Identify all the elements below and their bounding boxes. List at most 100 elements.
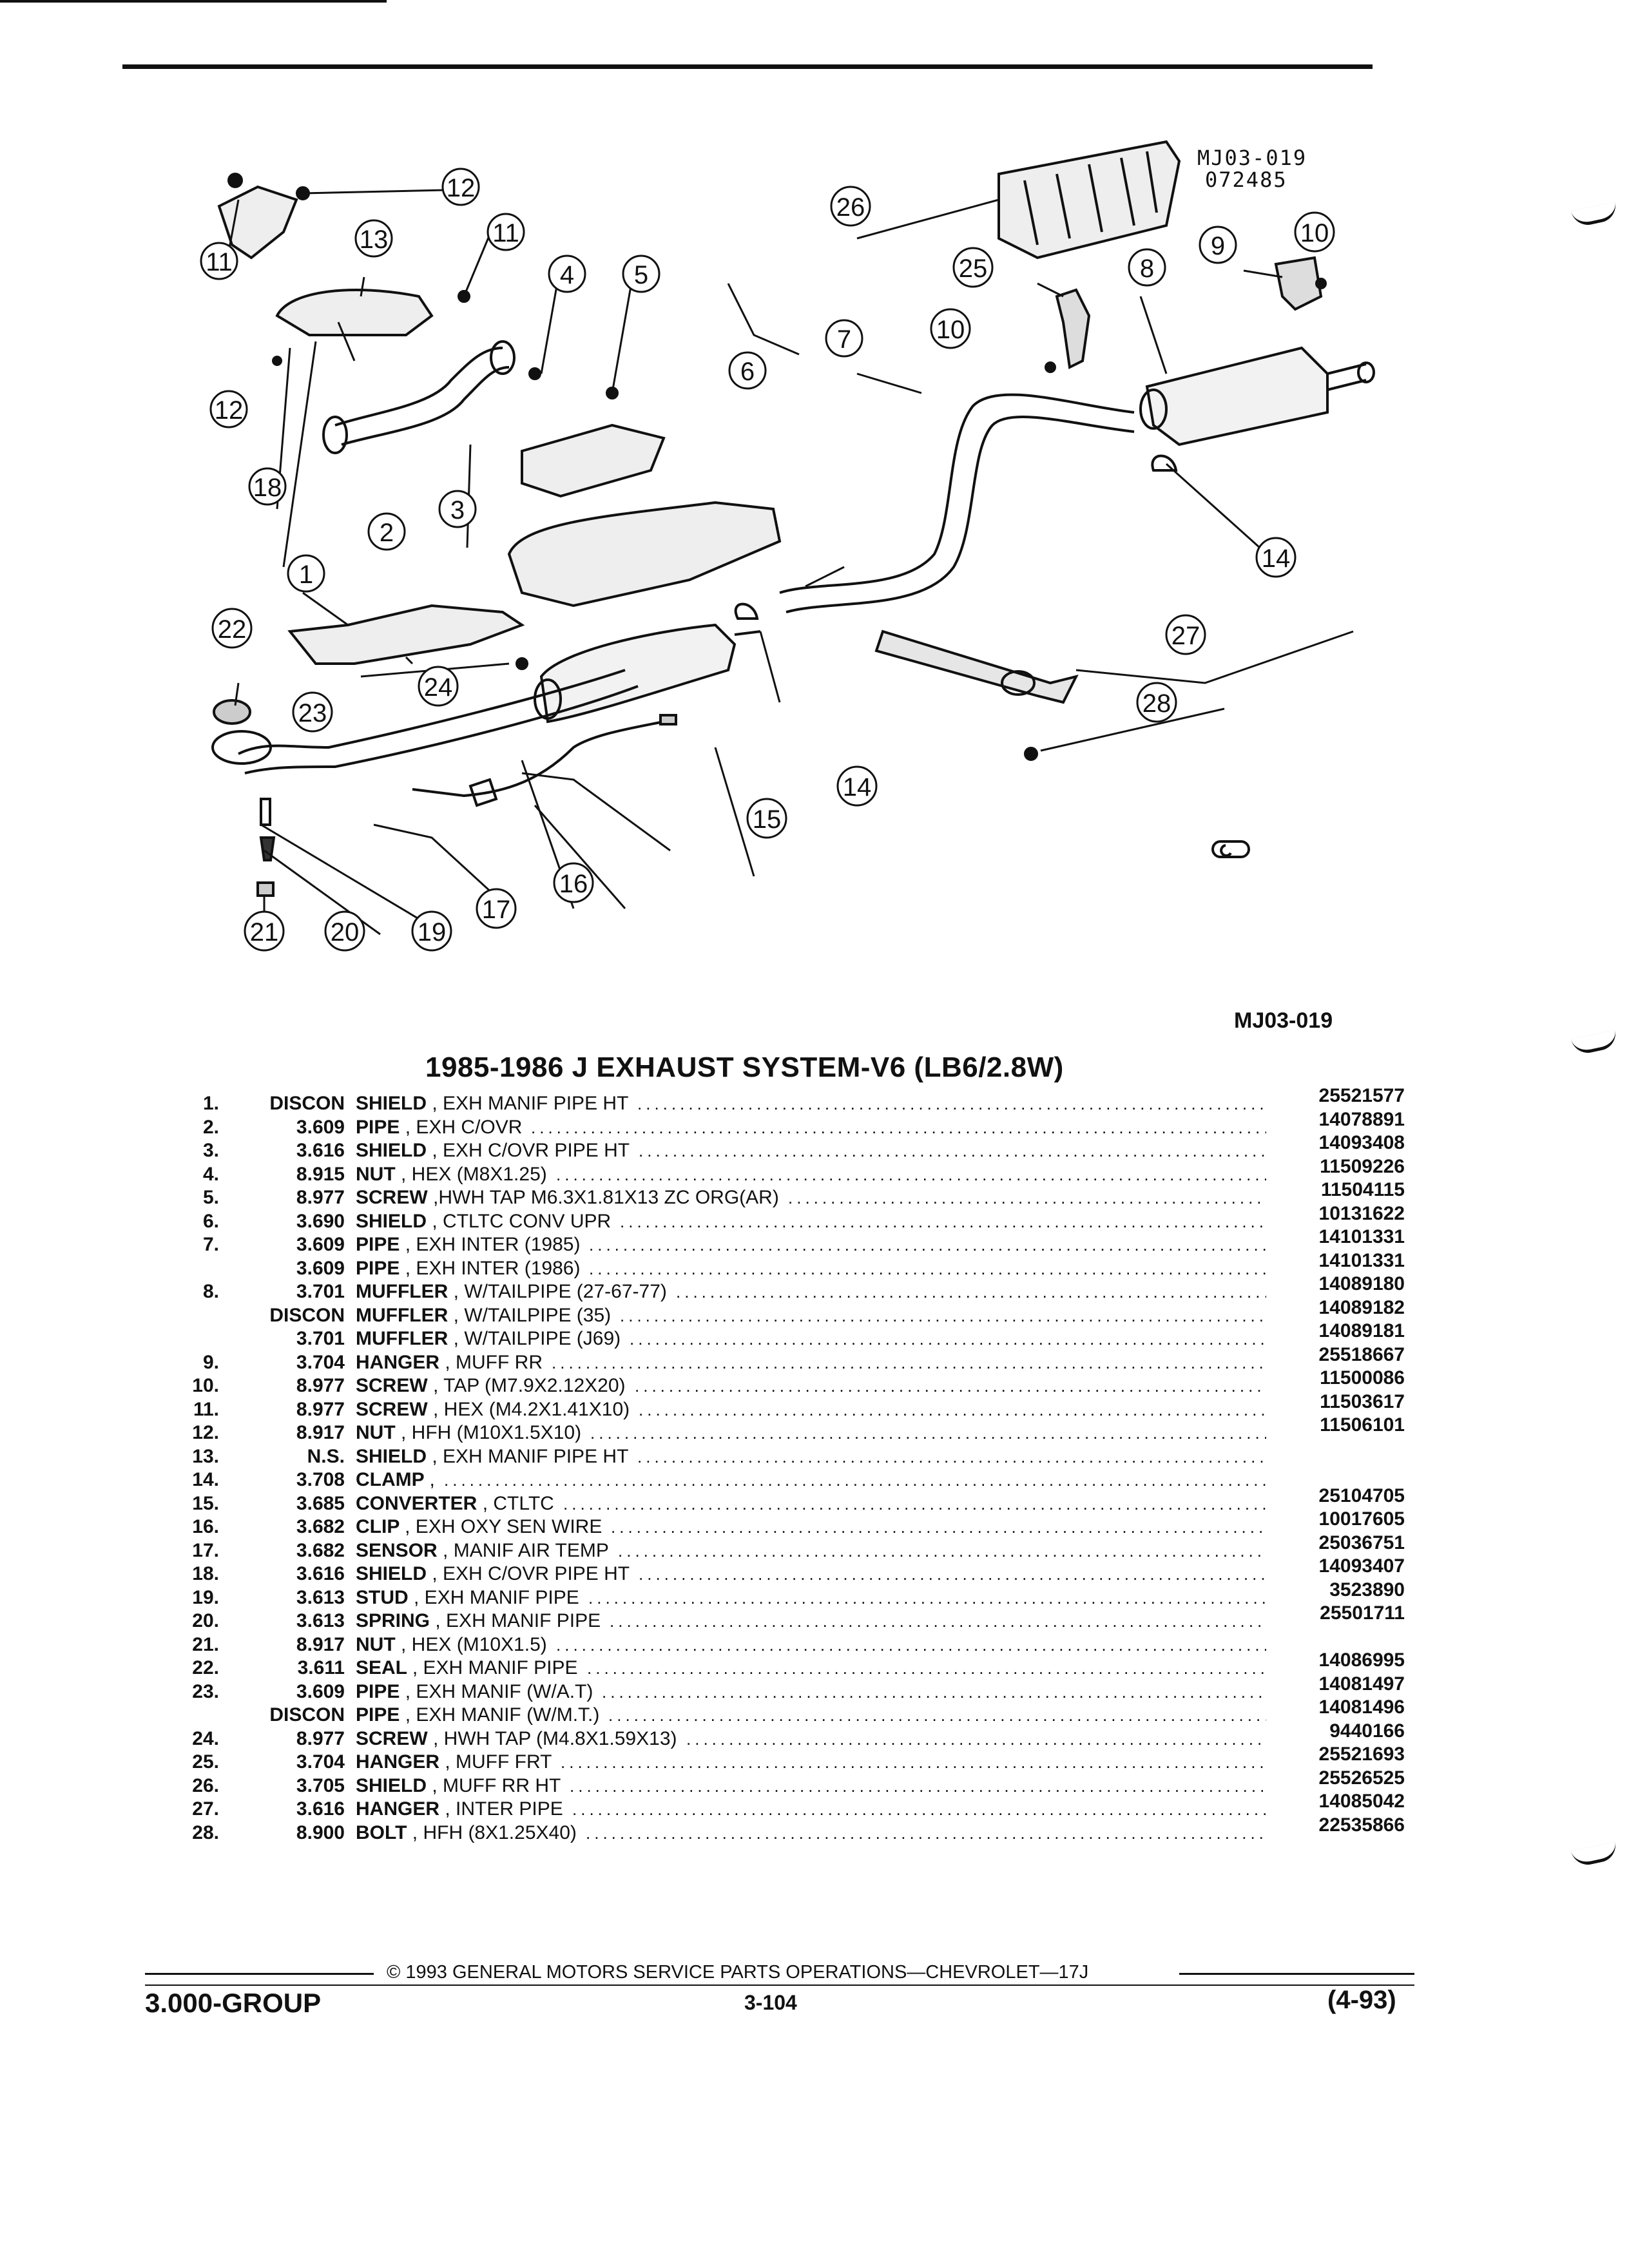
dot-leader: ........................................… [556, 1635, 1266, 1655]
part-modifier: , HEX (M8X1.25) [401, 1163, 547, 1185]
callout-17: 17 [476, 888, 517, 929]
group-number: 3.609 [296, 1116, 345, 1138]
svg-text:6: 6 [740, 358, 755, 386]
part-modifier: , CTLTC CONV UPR [432, 1210, 612, 1232]
part-25-muffler-front-hanger [1055, 288, 1091, 370]
callout-16: 16 [553, 862, 594, 903]
item-number: 15. [192, 1492, 219, 1514]
binder-mark-middle [1570, 1030, 1619, 1056]
part-modifier: , MUFF RR [445, 1351, 543, 1373]
part-modifier: , HEX (M10X1.5) [401, 1633, 547, 1655]
part-14-clamps [734, 454, 1178, 620]
dot-leader: ........................................… [570, 1776, 1266, 1796]
part-modifier: , EXH C/OVR PIPE HT [432, 1563, 630, 1584]
part-modifier: , EXH MANIF PIPE [435, 1610, 601, 1631]
part-description: PIPE , EXH INTER (1985) [356, 1233, 580, 1256]
item-number: 27. [192, 1798, 219, 1820]
part-noun: CONVERTER [356, 1492, 477, 1514]
group-number: 8.977 [296, 1375, 345, 1396]
group-number: 3.609 [296, 1257, 345, 1279]
item-number: 1. [202, 1093, 219, 1114]
item-number: 3. [202, 1140, 219, 1161]
callout-10-right: 10 [1294, 211, 1335, 253]
dot-leader: ........................................… [531, 1117, 1266, 1137]
part-number: 11503617 [1320, 1390, 1405, 1412]
part-21-nut [256, 881, 275, 897]
part-noun: PIPE [356, 1257, 400, 1279]
callout-8: 8 [1128, 248, 1166, 287]
part-7-intermediate-pipe [779, 393, 1135, 613]
part-modifier: , HWH TAP (M4.8X1.59X13) [433, 1727, 677, 1749]
callout-2: 2 [367, 512, 406, 551]
part-noun: MUFFLER [356, 1328, 448, 1349]
item-number: 11. [193, 1398, 219, 1420]
part-modifier: , MANIF AIR TEMP [443, 1539, 609, 1561]
item-number: 13. [192, 1445, 219, 1467]
svg-text:25: 25 [959, 255, 988, 283]
dot-leader: ........................................… [572, 1800, 1266, 1819]
group-number: 3.701 [296, 1281, 345, 1302]
part-17-sensor [412, 714, 677, 798]
item-number: 23. [192, 1680, 219, 1702]
part-26-muffler-rear-heat-shield [998, 140, 1181, 260]
part-description: PIPE , EXH MANIF (W/M.T.) [356, 1704, 599, 1727]
part-modifier: , CTLTC [482, 1492, 554, 1514]
svg-text:21: 21 [250, 918, 279, 947]
part-description: MUFFLER , W/TAILPIPE (J69) [356, 1327, 621, 1350]
svg-text:15: 15 [753, 805, 782, 834]
svg-text:20: 20 [331, 918, 360, 947]
dot-leader: ........................................… [618, 1541, 1266, 1561]
part-description: NUT , HEX (M8X1.25) [356, 1163, 547, 1186]
diagram-ref-line-2: 072485 [1205, 168, 1287, 192]
part-number: 3523890 [1329, 1579, 1405, 1600]
dot-leader: ........................................… [602, 1682, 1266, 1702]
part-description: CONVERTER , CTLTC [356, 1492, 554, 1515]
group-number: 3.613 [296, 1586, 345, 1608]
dot-leader: ........................................… [639, 1564, 1266, 1584]
svg-text:12: 12 [215, 396, 244, 425]
dot-leader: ........................................… [637, 1446, 1266, 1466]
parts-row: 13.N.S.SHIELD , EXH MANIF PIPE HT.......… [174, 1445, 1405, 1469]
group-number: 3.609 [296, 1234, 345, 1255]
svg-text:2: 2 [380, 519, 394, 547]
part-description: SCREW , HEX (M4.2X1.41X10) [356, 1398, 630, 1421]
dot-leader: ........................................… [620, 1211, 1266, 1231]
group-number: 3.609 [296, 1680, 345, 1702]
dot-leader: ........................................… [589, 1258, 1266, 1278]
group-number: DISCON [269, 1304, 345, 1326]
group-number: DISCON [269, 1704, 345, 1725]
part-description: SPRING , EXH MANIF PIPE [356, 1610, 601, 1633]
part-number: 25526525 [1318, 1767, 1405, 1789]
dot-leader: ........................................… [686, 1729, 1266, 1749]
dot-leader: ........................................… [563, 1494, 1266, 1514]
part-description: SHIELD , EXH C/OVR PIPE HT [356, 1562, 630, 1586]
group-number: DISCON [269, 1093, 345, 1114]
part-description: SHIELD , MUFF RR HT [356, 1774, 561, 1798]
part-6-converter-upper-shield [507, 501, 782, 608]
group-number: 3.685 [296, 1492, 345, 1514]
part-number: 14101331 [1318, 1249, 1405, 1271]
part-27-intermediate-pipe-hanger [874, 629, 1079, 704]
group-number: 3.708 [296, 1469, 345, 1490]
part-noun: SCREW [356, 1375, 428, 1396]
part-noun: SCREW [356, 1727, 428, 1749]
group-number: 3.704 [296, 1751, 345, 1773]
part-23-manifold-pipe [211, 669, 639, 774]
item-number: 4. [202, 1163, 219, 1185]
fasteners [227, 173, 1327, 761]
part-1-manifold-pipe-shield [287, 604, 525, 665]
